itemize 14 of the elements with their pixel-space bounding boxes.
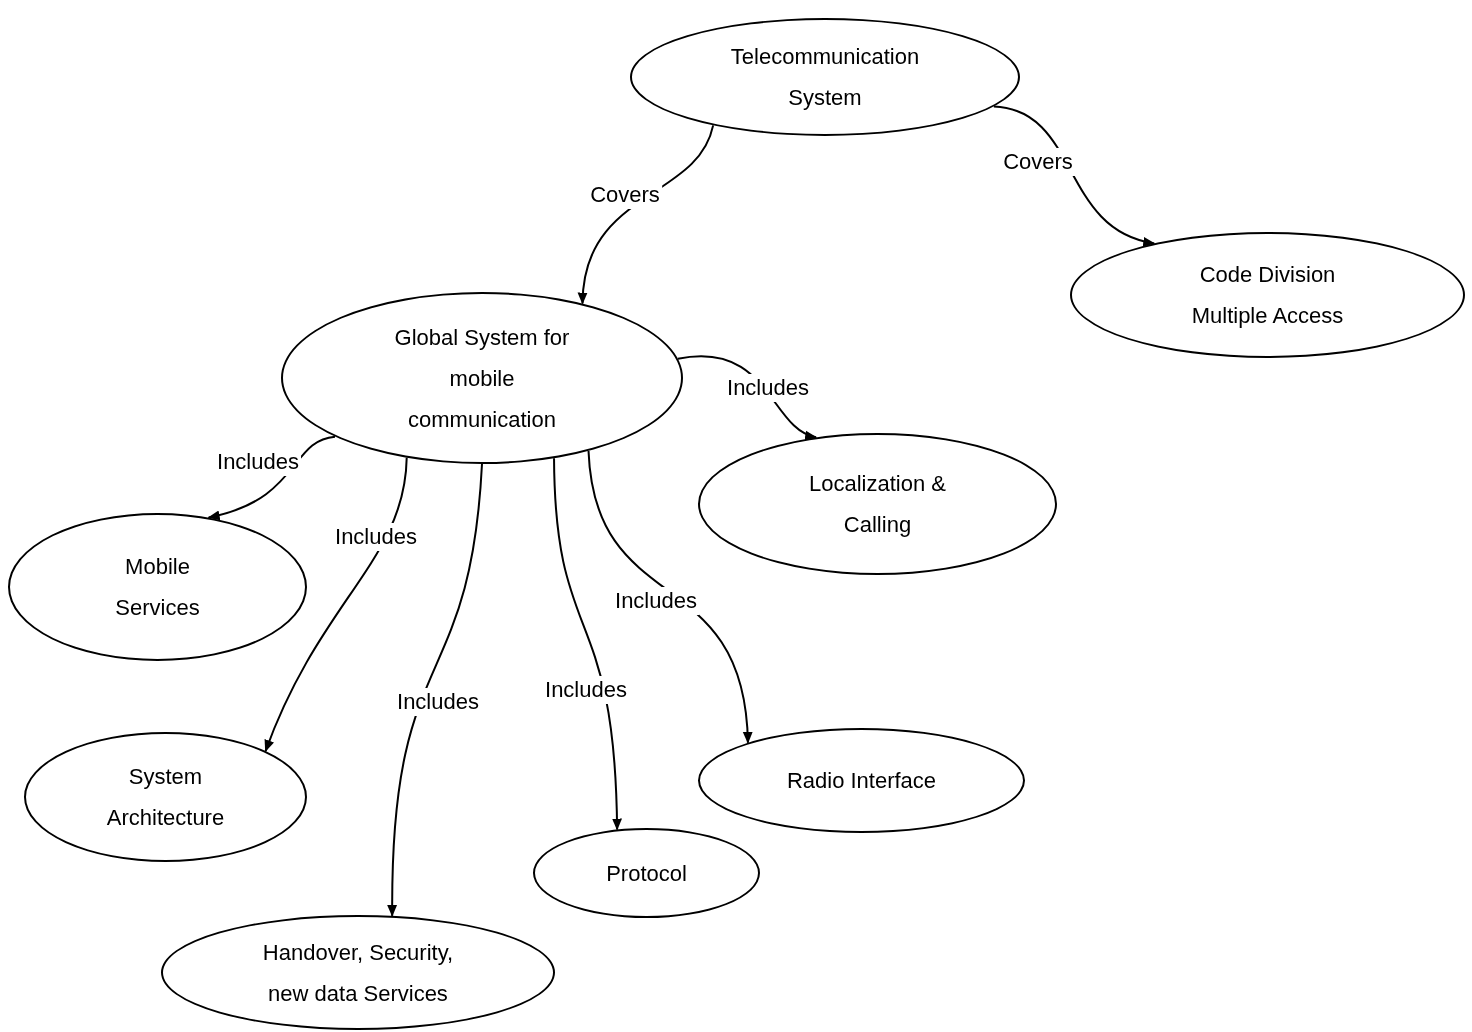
node-text: Telecommunication System xyxy=(729,43,921,112)
curved-arrow xyxy=(264,456,408,753)
edge-label: Covers xyxy=(1001,148,1075,176)
node-text: Localization & Calling xyxy=(808,470,947,539)
curved-arrow xyxy=(587,449,752,744)
node-text: Radio Interface xyxy=(786,767,937,795)
node-text: Global System for mobile communication xyxy=(393,323,571,434)
curved-arrow xyxy=(553,457,622,831)
node-text: Handover, Security, new data Services xyxy=(261,938,455,1008)
node-text: System Architecture xyxy=(105,763,226,832)
node-text: Protocol xyxy=(606,859,687,888)
node-text: Code Division Multiple Access xyxy=(1190,261,1345,330)
node-text: Mobile Services xyxy=(114,553,201,622)
curved-arrow xyxy=(387,463,483,917)
